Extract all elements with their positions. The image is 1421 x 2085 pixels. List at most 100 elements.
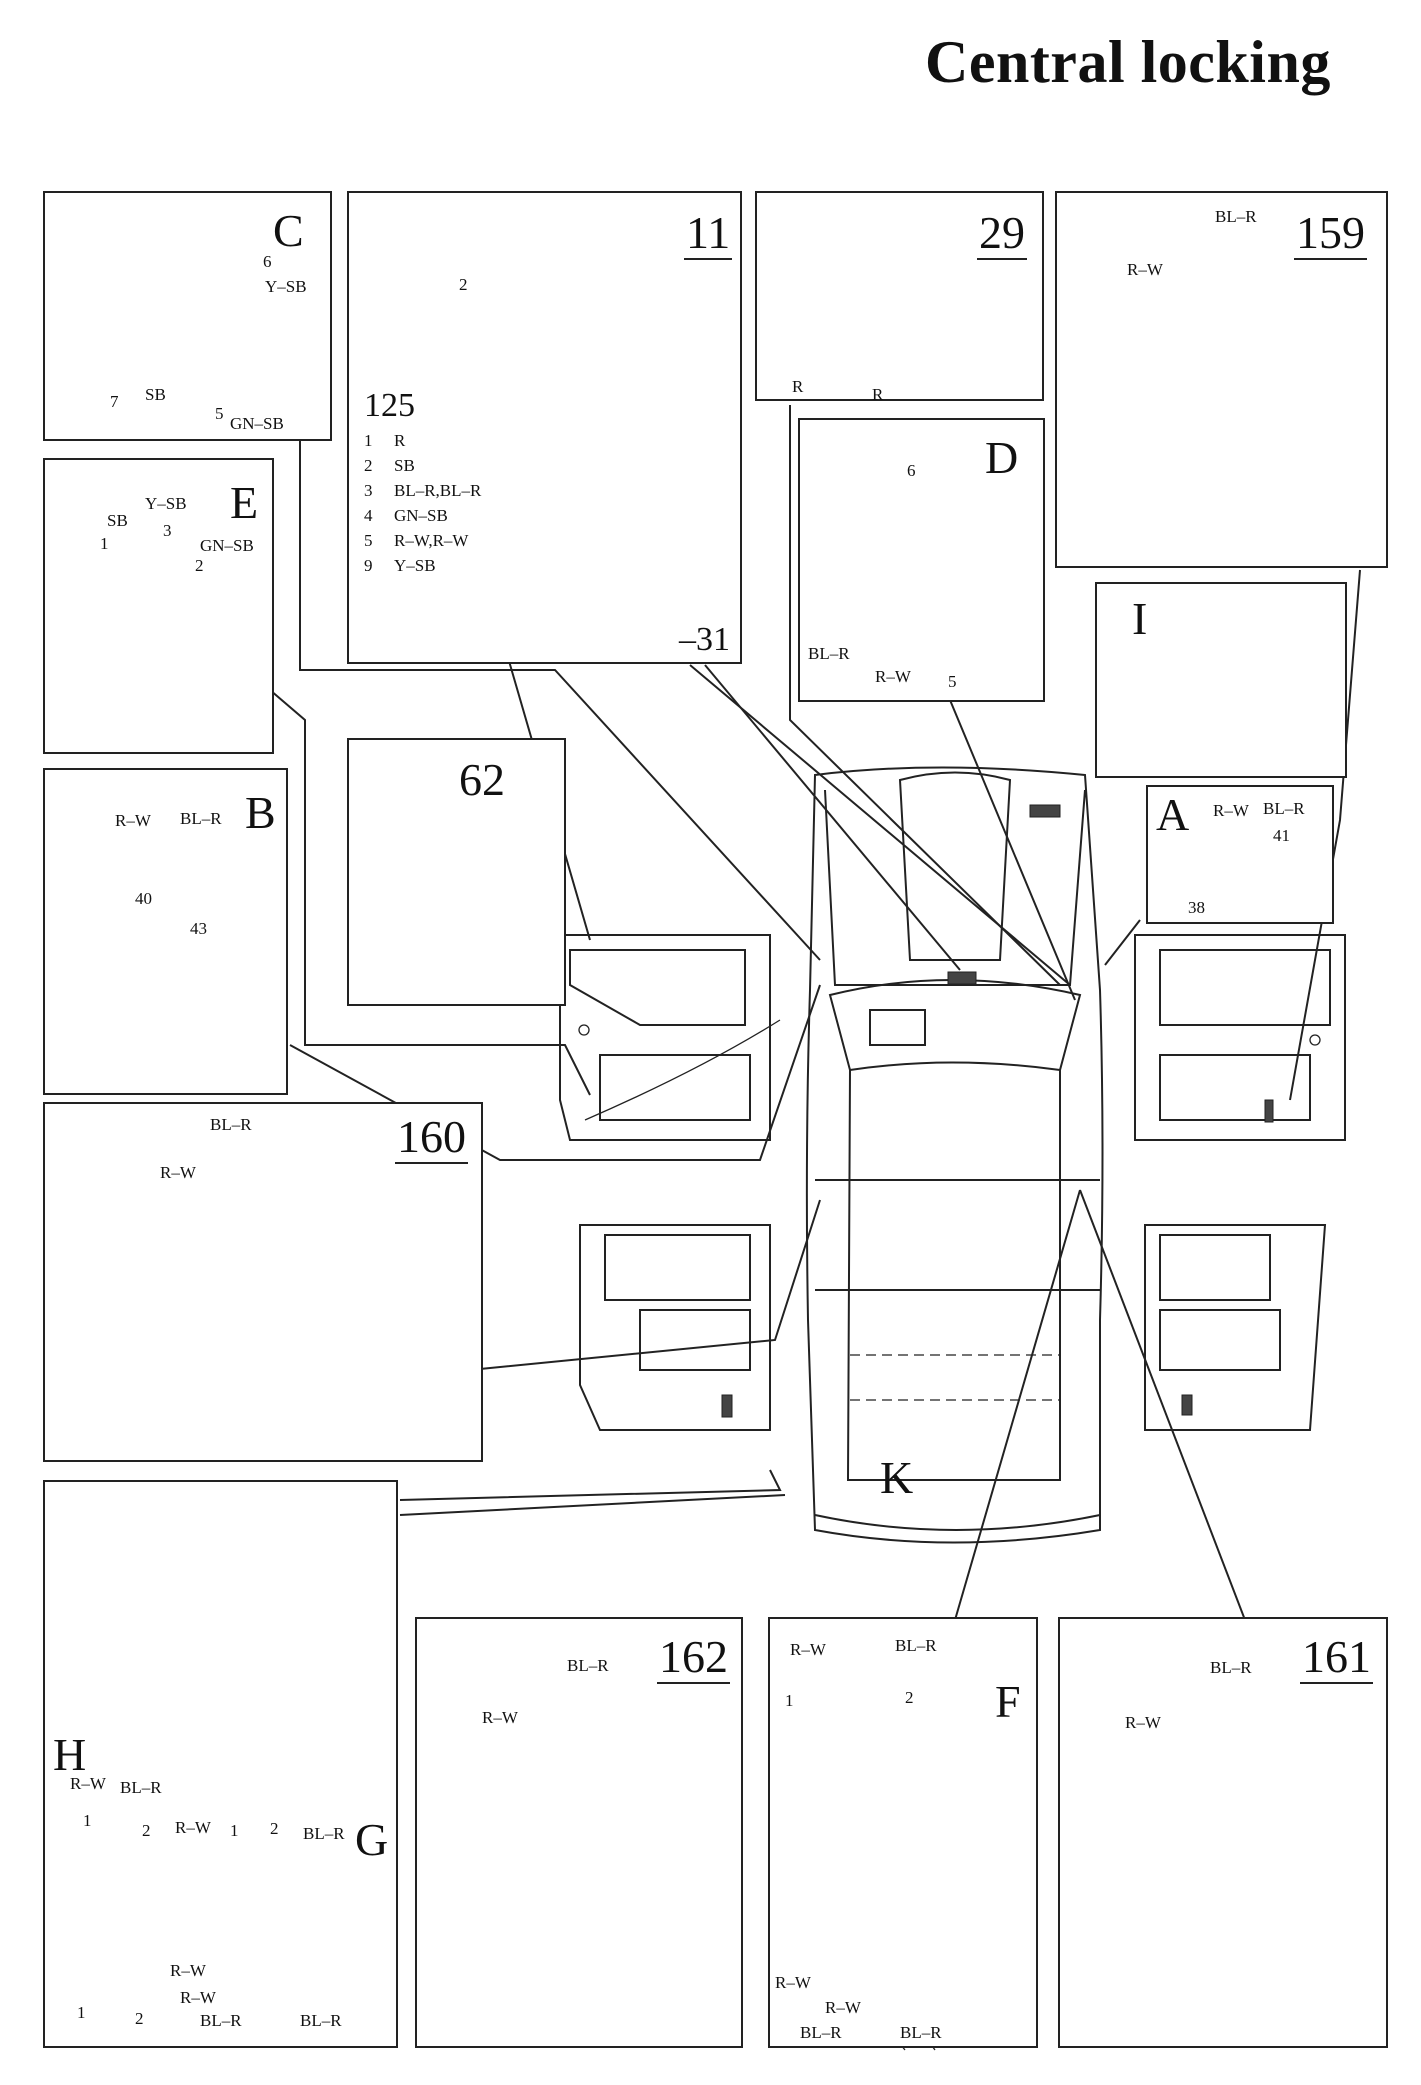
wire-label: R	[792, 377, 804, 396]
panel-f: F R–W BL–R 1 2 R–W R–W BL–R BL–R	[768, 1617, 1038, 2048]
wire-label: BL–R	[180, 809, 222, 828]
pin-label: 5	[948, 672, 957, 691]
wire-label: BL–R	[300, 2011, 342, 2030]
wire-label: BL–R	[1210, 1658, 1252, 1677]
point-k-letter: K	[880, 1452, 914, 1503]
panel-62-number: 62	[459, 754, 505, 805]
panel-29: 29 R R	[755, 191, 1044, 404]
pin-label: 2	[905, 1688, 914, 1707]
pin-label: 41	[1273, 826, 1290, 845]
panel-g-letter: G	[355, 1814, 389, 1865]
pin-label: 2	[142, 1821, 151, 1840]
panel-161-number: 161	[1300, 1631, 1373, 1684]
panel-162-number: 162	[657, 1631, 730, 1684]
wire-label: BL–R	[567, 1656, 609, 1675]
pin-label: 6	[263, 252, 272, 271]
panel-c-letter: C	[273, 205, 304, 256]
panel-159-number: 159	[1294, 207, 1367, 260]
panel-b-letter: B	[245, 787, 276, 838]
pin-label: 5	[215, 404, 224, 423]
wire-label: Y–SB	[265, 277, 307, 296]
wire-label: R–W	[482, 1708, 518, 1727]
panel-e: E SB Y–SB 1 3 GN–SB 2	[43, 458, 274, 754]
wire-label: R–W	[1127, 260, 1163, 279]
pin-label: 1	[77, 2003, 86, 2022]
panel-d-letter: D	[985, 432, 1019, 483]
door-front-left	[559, 934, 781, 1141]
wire-label: R–W	[1213, 801, 1249, 820]
pin-label: 6	[907, 461, 916, 480]
door-rear-right	[1144, 1224, 1327, 1431]
panel-161: 161 BL–R R–W	[1058, 1617, 1388, 2048]
door-rear-left	[579, 1224, 771, 1431]
panel-162: 162 BL–R R–W	[415, 1617, 743, 2048]
pin-label: 3	[163, 521, 172, 540]
wire-label: R–W	[775, 1973, 811, 1992]
panel-160: 160 BL–R R–W	[43, 1102, 483, 1462]
pin-label: 7	[110, 392, 119, 411]
panel-i-letter: I	[1132, 593, 1148, 644]
wire-label: GN–SB	[200, 536, 254, 555]
pin-label: 40	[135, 889, 152, 908]
wire-label: BL–R	[120, 1778, 162, 1797]
panel-h-letter: H	[53, 1729, 87, 1780]
pin-label: 1	[100, 534, 109, 553]
ref-label-125: 125	[364, 387, 415, 424]
ref-label-31: –31	[679, 621, 730, 658]
wire-label: R–W	[115, 811, 151, 830]
pin-label: 43	[190, 919, 207, 938]
wire-label: R–W	[875, 667, 911, 686]
pin-label: 2	[195, 556, 204, 575]
wire-label: R–W	[160, 1163, 196, 1182]
pin-label: 1	[785, 1691, 794, 1710]
panel-c: C 6 Y–SB 7 SB 5 GN–SB	[43, 191, 332, 441]
panel-a: A R–W BL–R 41 38	[1146, 785, 1334, 924]
panel-b: B R–W BL–R 40 43	[43, 768, 288, 1095]
door-front-right	[1134, 934, 1346, 1141]
wire-label: BL–R	[1215, 207, 1257, 226]
wire-label: R–W	[170, 1961, 206, 1980]
pin-label: 38	[1188, 898, 1205, 917]
wire-label: R–W	[180, 1988, 216, 2007]
wire-label: SB	[107, 511, 128, 530]
pin-label: 1	[230, 1821, 239, 1840]
wire-label: R	[872, 385, 884, 404]
wire-label: R–W	[70, 1774, 106, 1793]
wire-label: BL–R	[900, 2023, 942, 2042]
wire-label: BL–R	[1263, 799, 1305, 818]
wire-label: BL–R	[800, 2023, 842, 2042]
wire-label: R–W	[175, 1818, 211, 1837]
wire-label: GN–SB	[230, 414, 284, 433]
panel-160-number: 160	[395, 1111, 468, 1164]
panel-11-number: 11	[684, 207, 733, 260]
panel-62: 62	[347, 738, 566, 1006]
panel-f-letter: F	[995, 1676, 1021, 1727]
panel-159: 159 BL–R R–W	[1055, 191, 1388, 568]
panel-29-number: 29	[977, 207, 1027, 260]
wire-label: BL–R	[210, 1115, 252, 1134]
panel-a-letter: A	[1156, 789, 1190, 840]
car-top-view	[805, 766, 1104, 1544]
wire-label: R–W	[825, 1998, 861, 2017]
wire-label: R–W	[1125, 1713, 1161, 1732]
pin-label: 1	[83, 1811, 92, 1830]
panel-e-letter: E	[230, 477, 259, 528]
wire-label: BL–R	[895, 1636, 937, 1655]
wire-label: BL–R	[303, 1824, 345, 1843]
page-title: Central locking	[925, 29, 1331, 95]
wire-label: Y–SB	[145, 494, 187, 513]
wire-label: BL–R	[808, 644, 850, 663]
wire-label: SB	[145, 385, 166, 404]
pin-label: 2	[270, 1819, 279, 1838]
panel-h-g: H G R–W BL–R 1 2 R–W 1 2 BL–R R–W R–W BL…	[43, 1480, 398, 2048]
panel-d: D 6 BL–R R–W 5	[798, 418, 1045, 702]
wire-label: R–W	[790, 1640, 826, 1659]
